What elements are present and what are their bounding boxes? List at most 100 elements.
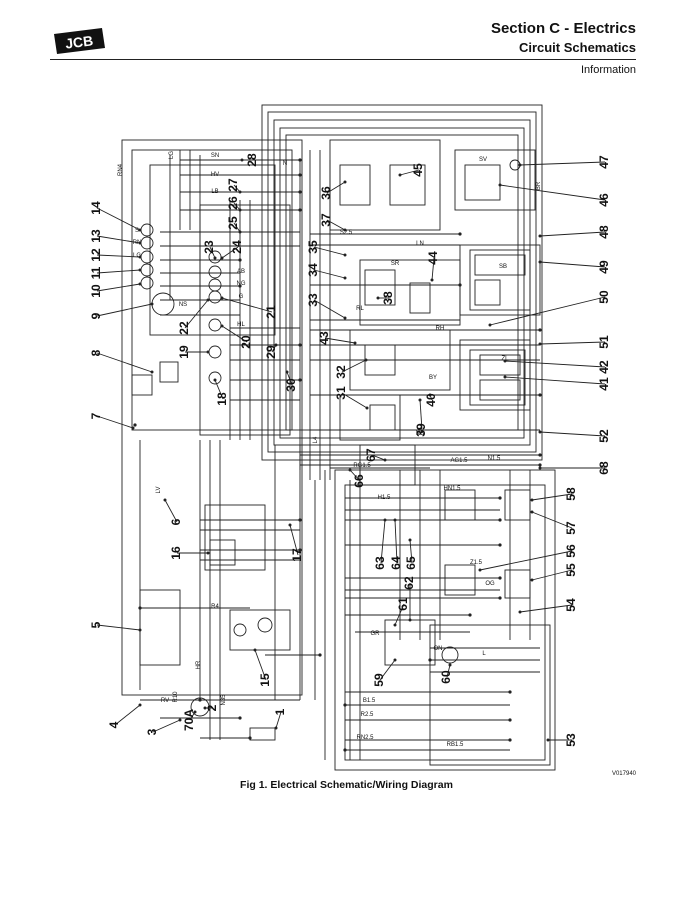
wire-label: RN4 [118, 163, 124, 176]
wire-label: R2.5 [361, 712, 374, 718]
callout-number: 28 [245, 153, 259, 167]
callout-number: 60 [439, 670, 453, 684]
callout-18: 18 [213, 378, 229, 406]
callout-number: 58 [564, 487, 578, 501]
callout-number: 7 [89, 412, 103, 419]
callout-number: 50 [597, 290, 611, 304]
callout-number: 11 [89, 266, 103, 279]
callout-number: 16 [169, 546, 183, 560]
callout-number: 31 [334, 386, 348, 400]
callout-number: 40 [424, 393, 438, 407]
callout-number: 26 [226, 196, 240, 210]
callout-number: 35 [306, 240, 320, 254]
callout-66: 66 [348, 468, 366, 488]
wire-label: LG [133, 253, 141, 259]
callout-12: 12 [89, 248, 142, 262]
callout-48: 48 [538, 225, 611, 239]
wire-label: R10 [173, 691, 179, 703]
reference-code: V017940 [611, 771, 636, 777]
wire-label: LV [156, 487, 162, 494]
page-subtitle: Circuit Schematics [518, 40, 636, 55]
wire-label: L4 [313, 436, 319, 443]
wiring-frames [121, 104, 556, 771]
wire-label: HV [211, 172, 219, 178]
callout-number: 37 [319, 213, 333, 227]
callout-46: 46 [498, 183, 611, 207]
wire-label: SV [479, 157, 487, 163]
wire-label: G [239, 294, 244, 300]
wire-label: LG [169, 151, 175, 159]
section-title: Section C - Electrics [490, 20, 636, 37]
callout-13: 13 [89, 229, 142, 245]
callout-number: 66 [352, 474, 366, 488]
wire-label: H1.5 [378, 495, 391, 501]
wire-label: OG [485, 581, 495, 587]
callout-number: 52 [597, 429, 611, 443]
callout-number: 15 [258, 673, 272, 687]
callout-35: 35 [306, 240, 347, 257]
callout-number: 18 [215, 392, 229, 406]
callout-19: 19 [177, 345, 210, 359]
wire-label: RN [133, 240, 142, 246]
callout-57: 57 [530, 510, 578, 535]
callout-number: 46 [597, 193, 611, 207]
wire-label: B1.5 [363, 698, 376, 704]
wire-label: GR [371, 631, 381, 637]
figure-caption: Fig 1. Electrical Schematic/Wiring Diagr… [240, 779, 453, 791]
wire-junctions [133, 158, 542, 752]
callout-number: 68 [597, 461, 611, 475]
callout-59: 59 [372, 658, 397, 687]
callout-number: 8 [89, 349, 103, 356]
callout-39: 39 [414, 398, 428, 437]
callout-7: 7 [89, 412, 135, 430]
callout-63: 63 [373, 518, 387, 570]
callout-number: 6 [169, 518, 183, 525]
callout-number: 63 [373, 556, 387, 570]
wire-label: LB [211, 189, 218, 195]
callout-number: 1 [273, 708, 287, 715]
callout-52: 52 [538, 429, 611, 443]
callout-number: 30 [284, 378, 298, 392]
callout-10: 10 [89, 282, 142, 298]
callout-22: 22 [177, 298, 210, 335]
wire-label: S [135, 228, 139, 234]
callout-29: 29 [264, 343, 278, 359]
wire-label: BY [429, 375, 437, 381]
callout-number: 22 [177, 321, 191, 335]
callout-36: 36 [319, 180, 347, 200]
callout-2: 2 [203, 704, 219, 711]
callout-15: 15 [253, 648, 272, 687]
callout-51: 51 [538, 335, 611, 349]
callout-number: 25 [226, 216, 240, 230]
callout-9: 9 [89, 302, 154, 319]
callout-65: 65 [404, 538, 418, 570]
callout-17: 17 [288, 523, 304, 562]
callout-number: 36 [319, 186, 333, 200]
callout-33: 33 [306, 293, 347, 320]
callout-number: 32 [334, 365, 348, 379]
callout-32: 32 [334, 358, 368, 379]
callout-31: 31 [334, 386, 369, 410]
header-divider [50, 59, 636, 60]
callout-38: 38 [376, 291, 395, 305]
callout-number: 53 [564, 733, 578, 747]
wire-label: RL [356, 306, 364, 312]
callout-43: 43 [317, 331, 357, 345]
wire-label: LN [416, 241, 424, 247]
wiring-runs [139, 150, 540, 760]
wire-label: AB [237, 269, 245, 275]
callout-64: 64 [389, 518, 403, 570]
callout-21: 21 [220, 296, 278, 319]
callout-number: 51 [597, 335, 611, 349]
callout-11: 11 [89, 266, 142, 279]
callout-55: 55 [530, 563, 578, 582]
wire-label: R4 [211, 604, 219, 610]
callout-number: 55 [564, 563, 578, 577]
wire-label: AG1.5 [450, 458, 468, 464]
callout-60: 60 [439, 663, 453, 684]
callout-number: 12 [89, 248, 103, 262]
wire-label: HL [237, 322, 245, 328]
callout-14: 14 [89, 201, 142, 232]
callout-number: 44 [426, 251, 440, 265]
